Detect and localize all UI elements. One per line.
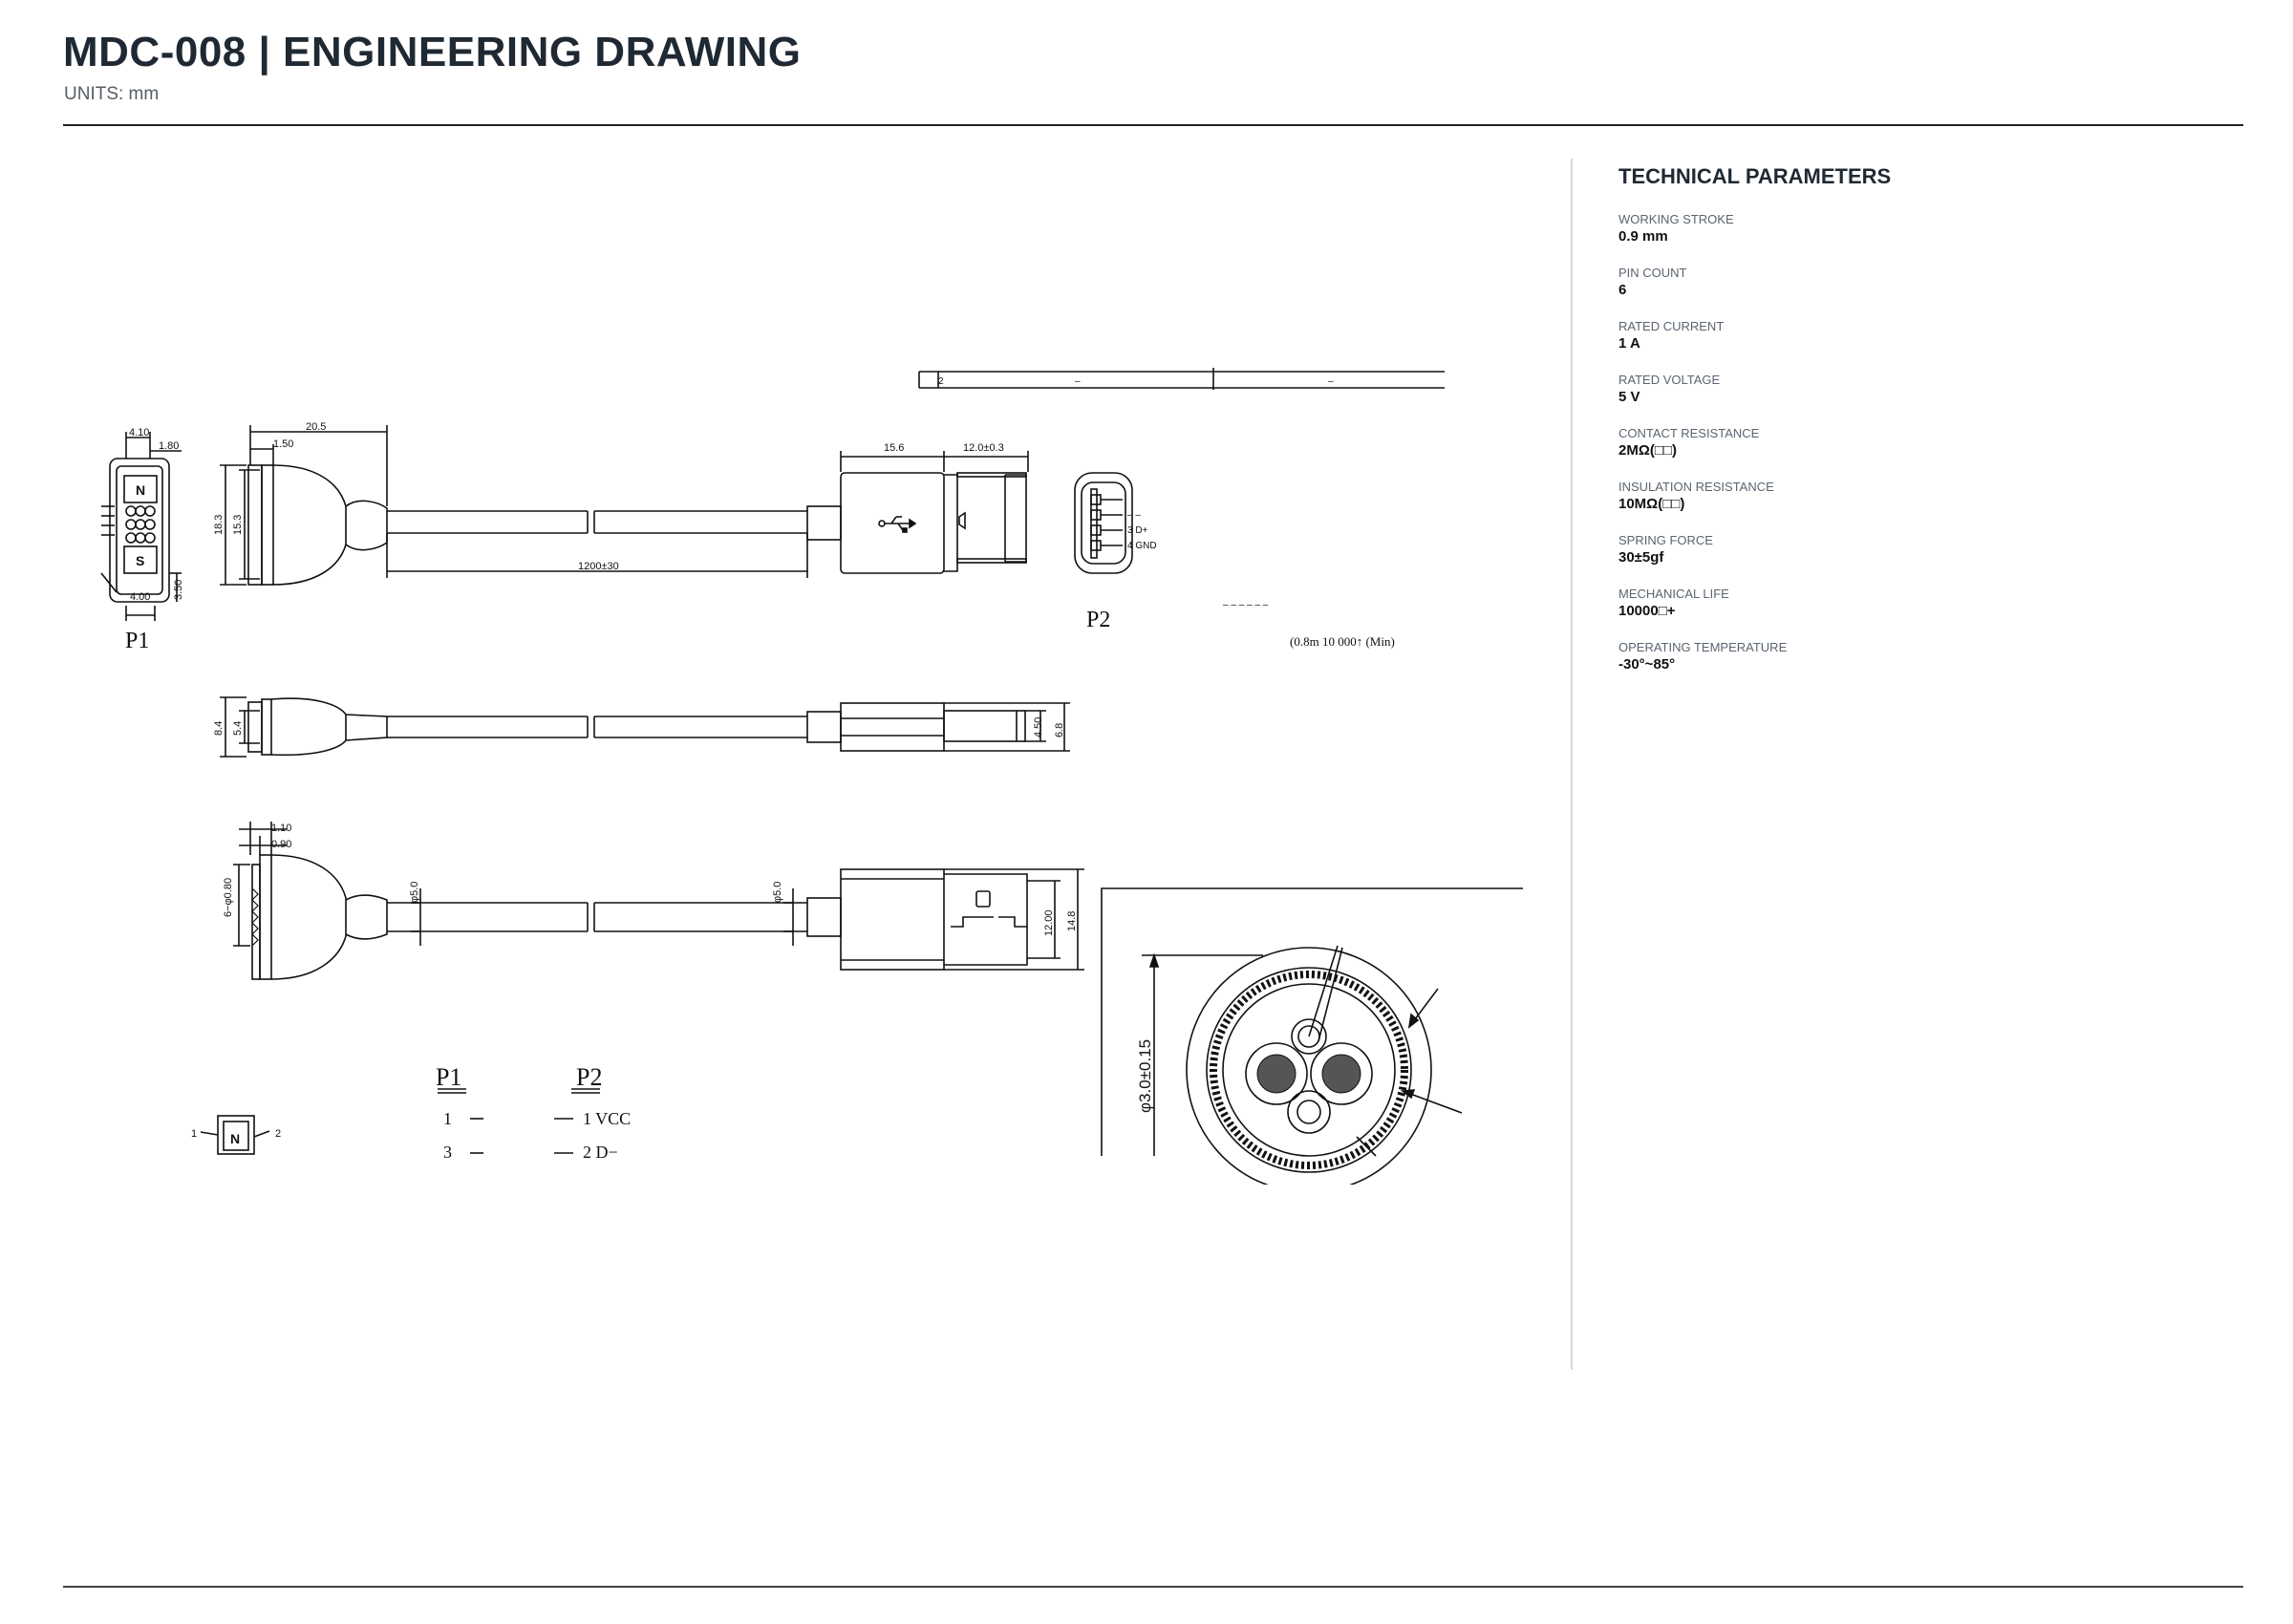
wiring-p1-label: P1: [436, 1063, 461, 1091]
cable-top-view: [386, 510, 808, 578]
param-label: MECHANICAL LIFE: [1618, 587, 1729, 601]
usb-pin-dash: – –: [1127, 510, 1141, 521]
param-value: 5 V: [1618, 389, 1640, 405]
cable-cross-section: [1101, 887, 1523, 1185]
panel-divider: [1571, 159, 1573, 1370]
param-label: RATED VOLTAGE: [1618, 373, 1721, 387]
param-rated-voltage: RATED VOLTAGE 5 V: [1618, 373, 2192, 407]
param-mechanical-life: MECHANICAL LIFE 10000□+: [1618, 587, 2192, 621]
callout-2: 2: [275, 1128, 281, 1140]
callout-1: 1: [191, 1128, 197, 1140]
dim-4-00: 4.00: [130, 591, 150, 603]
dim-15-3: 15.3: [232, 515, 244, 535]
dim-6-phi-0-80: 6−φ0.80: [223, 878, 234, 917]
wiring-fragment: [200, 1088, 600, 1155]
wiring-p2-label: P2: [576, 1063, 602, 1091]
usb-a-top-view: [806, 451, 1029, 574]
footer-rule: [63, 1586, 2243, 1588]
param-label: RATED CURRENT: [1618, 319, 1725, 333]
side-view: [220, 696, 1070, 758]
dim-1-80: 1.80: [159, 440, 179, 452]
param-value: 6: [1618, 282, 1627, 298]
table-row-number: 2: [938, 376, 944, 387]
header-rule: [63, 124, 2243, 126]
param-label: CONTACT RESISTANCE: [1618, 426, 1760, 440]
param-value: 10000□+: [1618, 603, 1676, 619]
dim-4-10: 4.10: [129, 427, 149, 438]
pin-label-s: S: [136, 553, 144, 568]
technical-parameters-panel: TECHNICAL PARAMETERS WORKING STROKE 0.9 …: [1618, 164, 2192, 694]
param-contact-resistance: CONTACT RESISTANCE 2MΩ(□□): [1618, 426, 2192, 460]
dim-1-10: 1.10: [271, 823, 291, 834]
wiring-pin-label-n: N: [230, 1131, 240, 1146]
dim-12-0: 12.0±0.3: [963, 442, 1004, 454]
dim-6-8: 6.8: [1054, 723, 1065, 737]
table-cell-b: –: [1328, 376, 1334, 387]
dim-8-4: 8.4: [213, 721, 225, 736]
table-cell-a: –: [1075, 376, 1081, 387]
dim-3-50: 3.50: [173, 580, 184, 600]
wiring-p2-pin-2: 2 D−: [583, 1143, 618, 1162]
param-spring-force: SPRING FORCE 30±5gf: [1618, 533, 2192, 567]
wiring-p1-pin-3: 3: [443, 1143, 452, 1162]
p2-label: P2: [1086, 608, 1110, 632]
fragment-top: – – – – – –: [1223, 600, 1269, 610]
usb-pin-4: 4 GND: [1127, 541, 1157, 551]
dim-0-90: 0.90: [271, 839, 291, 850]
param-value: 10MΩ(□□): [1618, 496, 1685, 512]
fragment-spec: (0.8m 10 000↑ (Min): [1290, 634, 1395, 649]
units-label: UNITS: mm: [64, 84, 160, 104]
parameters-heading: TECHNICAL PARAMETERS: [1618, 164, 1892, 188]
param-value: 1 A: [1618, 335, 1640, 352]
param-rated-current: RATED CURRENT 1 A: [1618, 319, 2192, 353]
dim-phi-5-0-left: φ5.0: [409, 882, 420, 903]
drawing-table-strip: [918, 368, 1445, 390]
page-title: MDC-008 | ENGINEERING DRAWING: [63, 29, 802, 75]
p1-front-view: [100, 432, 182, 621]
bottom-view: [233, 822, 1084, 980]
param-value: 30±5gf: [1618, 549, 1664, 566]
param-label: INSULATION RESISTANCE: [1618, 480, 1774, 494]
param-value: 0.9 mm: [1618, 228, 1668, 245]
wiring-p2-pin-1: 1 VCC: [583, 1109, 631, 1128]
usb-a-end-view: [1074, 472, 1133, 574]
param-insulation-resistance: INSULATION RESISTANCE 10MΩ(□□): [1618, 480, 2192, 514]
dim-14-8: 14.8: [1066, 911, 1078, 931]
dim-20-5: 20.5: [306, 421, 326, 433]
param-label: WORKING STROKE: [1618, 212, 1734, 226]
param-value: -30°~85°: [1618, 656, 1676, 673]
param-label: PIN COUNT: [1618, 266, 1687, 280]
dim-4-50: 4.50: [1033, 717, 1044, 737]
dim-1-50: 1.50: [273, 438, 293, 450]
param-label: SPRING FORCE: [1618, 533, 1713, 547]
wiring-p1-pin-1: 1: [443, 1109, 452, 1128]
dim-phi-5-0-right: φ5.0: [772, 882, 783, 903]
usb-pin-3: 3 D+: [1127, 525, 1148, 536]
dim-12-00: 12.00: [1043, 909, 1055, 936]
pin-label-n: N: [136, 482, 145, 498]
dim-15-6: 15.6: [884, 442, 904, 454]
param-pin-count: PIN COUNT 6: [1618, 266, 2192, 300]
dim-1200: 1200±30: [578, 561, 619, 572]
param-working-stroke: WORKING STROKE 0.9 mm: [1618, 212, 2192, 246]
param-operating-temperature: OPERATING TEMPERATURE -30°~85°: [1618, 640, 2192, 674]
dim-phi-3-0: φ3.0±0.15: [1136, 1039, 1154, 1113]
param-label: OPERATING TEMPERATURE: [1618, 640, 1788, 654]
engineering-drawing: 2 – – 4.10 1.80 20.5 1.50 18.3 15.3 4.00…: [100, 368, 1523, 1185]
p1-top-view: [220, 425, 388, 586]
dim-18-3: 18.3: [213, 515, 225, 535]
param-value: 2MΩ(□□): [1618, 442, 1677, 459]
p1-label: P1: [125, 629, 149, 653]
dim-5-4: 5.4: [232, 721, 244, 736]
